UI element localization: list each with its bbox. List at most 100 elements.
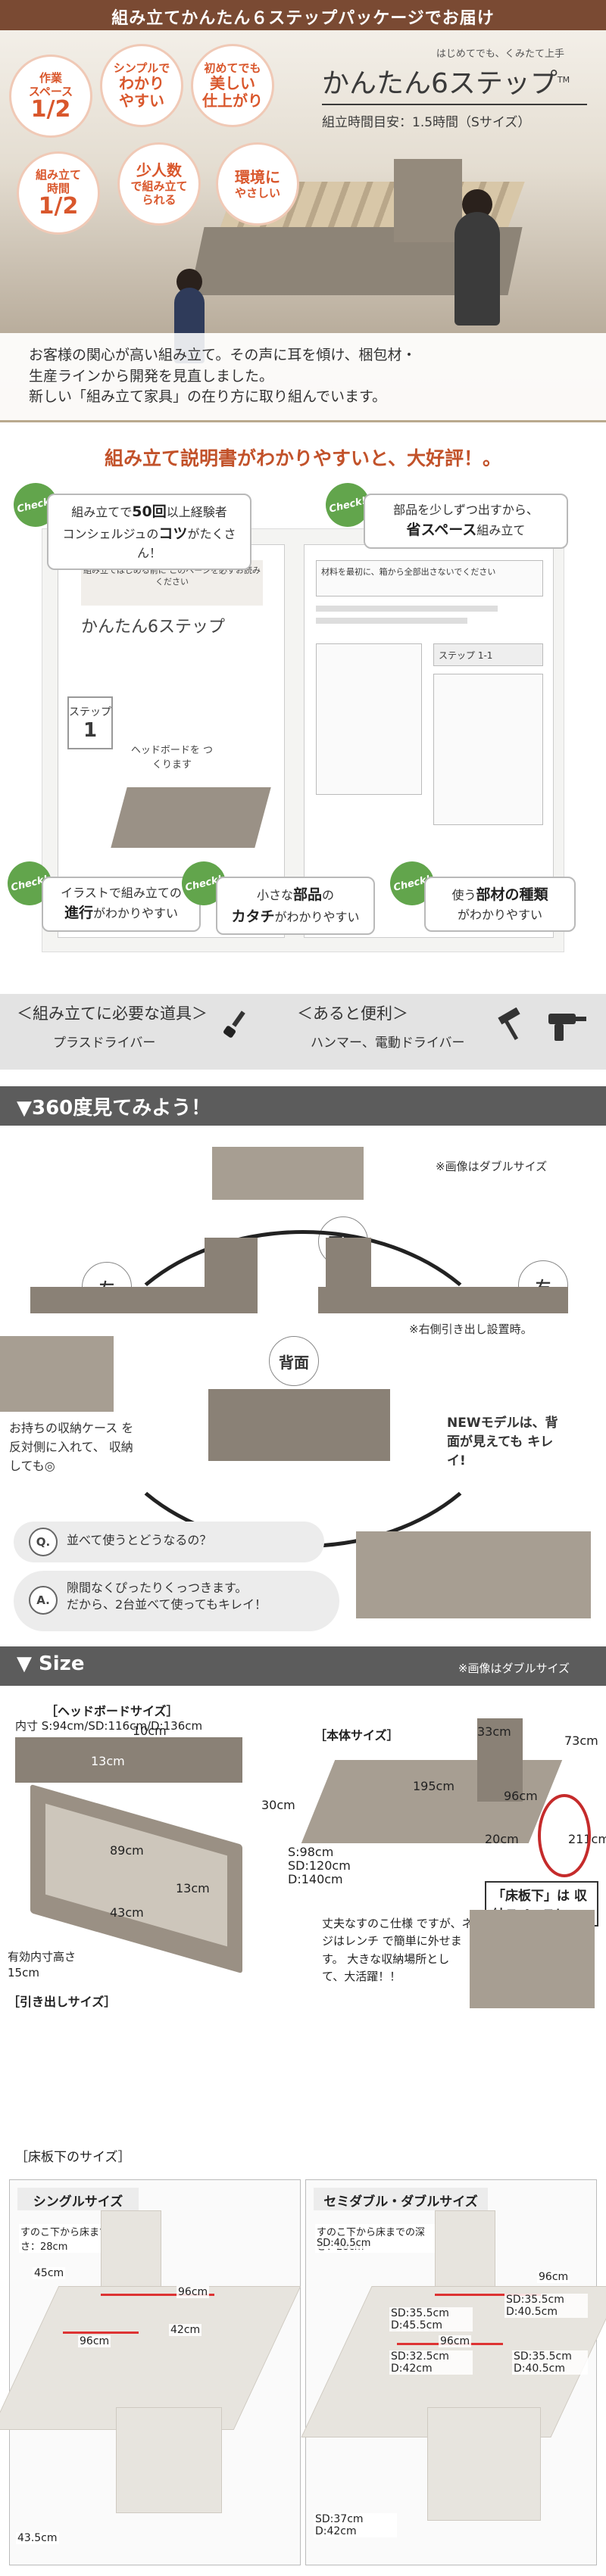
brand-name: かんたん6ステップTM: [322, 61, 587, 105]
badge-time: 組み立て 時間 1/2: [17, 151, 100, 235]
brand-box: はじめてでも、くみたて上手 かんたん6ステップTM 組立時間目安：1.5時間（S…: [322, 45, 587, 167]
bubble-emphasis: 部材の種類: [476, 886, 548, 903]
step-label: ステップ: [69, 706, 111, 718]
bubble-text: がわかりやすい: [93, 906, 179, 920]
drawer-inner: [45, 1803, 227, 1947]
manual-point-bubble: イラストで組み立ての 進行がわかりやすい: [42, 877, 201, 932]
dimension-arrow: [63, 2331, 139, 2334]
manual-section: 組み立て説明書がわかりやすいと、大好評！。 組み立てはじめる前に このページを必…: [0, 420, 606, 1086]
badge-text: シンプルで: [113, 61, 170, 75]
view-360-section: ▼360度見てみよう！ ※画像はダブルサイズ 正面 左 右 ※右側引き出し設置時…: [0, 1086, 606, 1646]
bubble-emphasis: 50回: [132, 503, 167, 520]
badge-text: で組み立て: [130, 179, 188, 193]
bubble-text: がわかりやすい: [274, 909, 360, 924]
width-s: S:98cm: [288, 1845, 334, 1859]
headboard-dim-13: 13cm: [91, 1754, 125, 1768]
double-dim-37: SD:37cm D:42cm: [314, 2513, 397, 2537]
badge-eco: 環境に やさしい: [216, 142, 299, 226]
dimension-arrow: [101, 2294, 214, 2296]
double-dim-35-5b: SD:35.5cm D:45.5cm: [389, 2307, 473, 2331]
power-drill-icon: [544, 1008, 589, 1052]
badge-simple: シンプルで わかり やすい: [100, 44, 183, 127]
question-mark: Q.: [29, 1528, 58, 1556]
bubble-emphasis: 部品: [292, 886, 322, 903]
answer-mark: A.: [29, 1586, 58, 1615]
manual-step-label: ステップ 1-1: [433, 643, 543, 666]
bed-front-top-image: [212, 1147, 364, 1200]
bubble-text: イラストで組み立ての: [61, 886, 182, 900]
double-dim-32-5: SD:32.5cm D:42cm: [389, 2350, 473, 2375]
bubble-text: 組み立て: [476, 523, 526, 537]
dim-195: 195cm: [413, 1779, 454, 1793]
drawer-size-title: ［引き出しサイズ］: [8, 1995, 117, 2009]
two-beds-photo: [356, 1531, 591, 1618]
question-text: 並べて使うとどうなるの？: [67, 1533, 212, 1547]
screwdriver-icon: [220, 1008, 253, 1048]
bubble-emphasis: 進行: [64, 905, 93, 921]
dim-30: 30cm: [261, 1798, 295, 1812]
manual-page-left: 組み立てはじめる前に このページを必ずお読みください かんたん6ステップ ステッ…: [58, 544, 285, 938]
headboard-size-title: ［ヘッドボードサイズ］: [45, 1704, 179, 1718]
drawer-dim-13: 13cm: [176, 1881, 210, 1895]
hero-section: 組み立てかんたん６ステップパッケージでお届け 作業 スペース 1/2 シンプルで…: [0, 0, 606, 420]
width-d: D:140cm: [288, 1872, 343, 1886]
manual-point-bubble: 使う部材の種類 がわかりやすい: [424, 877, 576, 932]
hero-title: 組み立てかんたん６ステップパッケージでお届け: [111, 9, 495, 28]
bubble-text: 使う: [451, 888, 476, 902]
tools-handy-heading: ＜あると便利＞: [297, 1005, 408, 1023]
badge-text: 美しい: [210, 74, 255, 92]
double-dim-35-5: SD:35.5cm D:40.5cm: [504, 2294, 588, 2318]
woman-figure: [454, 212, 500, 326]
under-floor-title: ［床板下のサイズ］: [15, 2150, 131, 2165]
back-label: 背面: [269, 1336, 319, 1386]
headboard-illustration: [394, 159, 462, 242]
bubble-emphasis: コツ: [158, 525, 188, 542]
storage-case-note: お持ちの収納ケース を反対側に入れて、 収納しても◎: [9, 1421, 134, 1473]
headboard-image: [15, 1737, 242, 1783]
manual-parts-box: [316, 643, 422, 795]
manual-brand: かんたん6ステップ: [81, 618, 225, 637]
bed-left-headboard: [205, 1238, 258, 1313]
bed-right-headboard: [326, 1238, 371, 1313]
single-size-panel: シングルサイズ すのこ下から床までの深さ：28cm 96cm 45cm 42cm…: [0, 2179, 301, 2565]
answer-text: 隙間なくぴったりくっつきます。 だから、2台並べて使ってもキレイ！: [67, 1580, 267, 1614]
answer-line: 隙間なくぴったりくっつきます。: [67, 1581, 248, 1595]
brand-subtitle: はじめてでも、くみたて上手: [436, 48, 564, 60]
view-360-heading: ▼360度見てみよう！: [0, 1086, 606, 1126]
size-section: ▼ Size ※画像はダブルサイズ ［ヘッドボードサイズ］ 内寸 S:94cm/…: [0, 1646, 606, 2135]
single-dim-96a: 96cm: [176, 2286, 210, 2298]
badge-text: 初めてでも: [204, 61, 261, 75]
double-size-tag: セミダブル・ダブルサイズ: [314, 2188, 488, 2210]
size-heading: ▼ Size: [0, 1646, 606, 1686]
under-floor-section: ［床板下のサイズ］ シングルサイズ すのこ下から床までの深さ：28cm 96cm…: [0, 2135, 606, 2576]
body-size-title: ［本体サイズ］: [314, 1728, 399, 1743]
single-size-tag: シングルサイズ: [17, 2188, 139, 2210]
under-floor-highlight: [538, 1794, 591, 1877]
bubble-emphasis: カタチ: [231, 908, 275, 925]
badge-text: やすい: [119, 92, 164, 110]
double-size-panel: セミダブル・ダブルサイズ すのこ下から床までの深さ：28cm SD:40.5cm…: [301, 2179, 606, 2565]
manual-text-line: [316, 606, 498, 612]
drawer-dim-43: 43cm: [110, 1905, 144, 1920]
headboard-instruction: ヘッドボードを つくります: [130, 745, 214, 771]
bed-back-image: [208, 1389, 390, 1461]
bubble-text: 以上経験者: [166, 505, 227, 519]
bubble-text: 部品を少しずつ出すから、: [393, 503, 539, 517]
brand-assembly-time: 組立時間目安：1.5時間（Sサイズ）: [322, 115, 531, 130]
dim-73: 73cm: [564, 1733, 598, 1748]
manual-text-line: [316, 618, 467, 624]
headboard-dim-10: 10cm: [133, 1724, 167, 1738]
double-size-note: ※画像はダブルサイズ: [436, 1160, 548, 1173]
badge-few-people: 少人数 で組み立て られる: [117, 142, 201, 226]
double-drawer-drawing: [427, 2407, 541, 2521]
badge-text: やさしい: [234, 185, 280, 200]
single-dim-96b: 96cm: [78, 2335, 111, 2347]
tools-required-heading: ＜組み立てに必要な道具＞: [17, 1005, 208, 1023]
badge-text: 作業: [39, 71, 62, 85]
badge-beautiful: 初めてでも 美しい 仕上がり: [191, 44, 274, 127]
tools-required-item: プラスドライバー: [53, 1036, 156, 1051]
bubble-text: 組み立てで: [71, 505, 133, 519]
hammer-icon: [492, 1007, 530, 1052]
answer-bubble: A. 隙間なくぴったりくっつきます。 だから、2台並べて使ってもキレイ！: [14, 1571, 339, 1631]
double-dim-35-5c: SD:35.5cm D:40.5cm: [512, 2350, 588, 2375]
